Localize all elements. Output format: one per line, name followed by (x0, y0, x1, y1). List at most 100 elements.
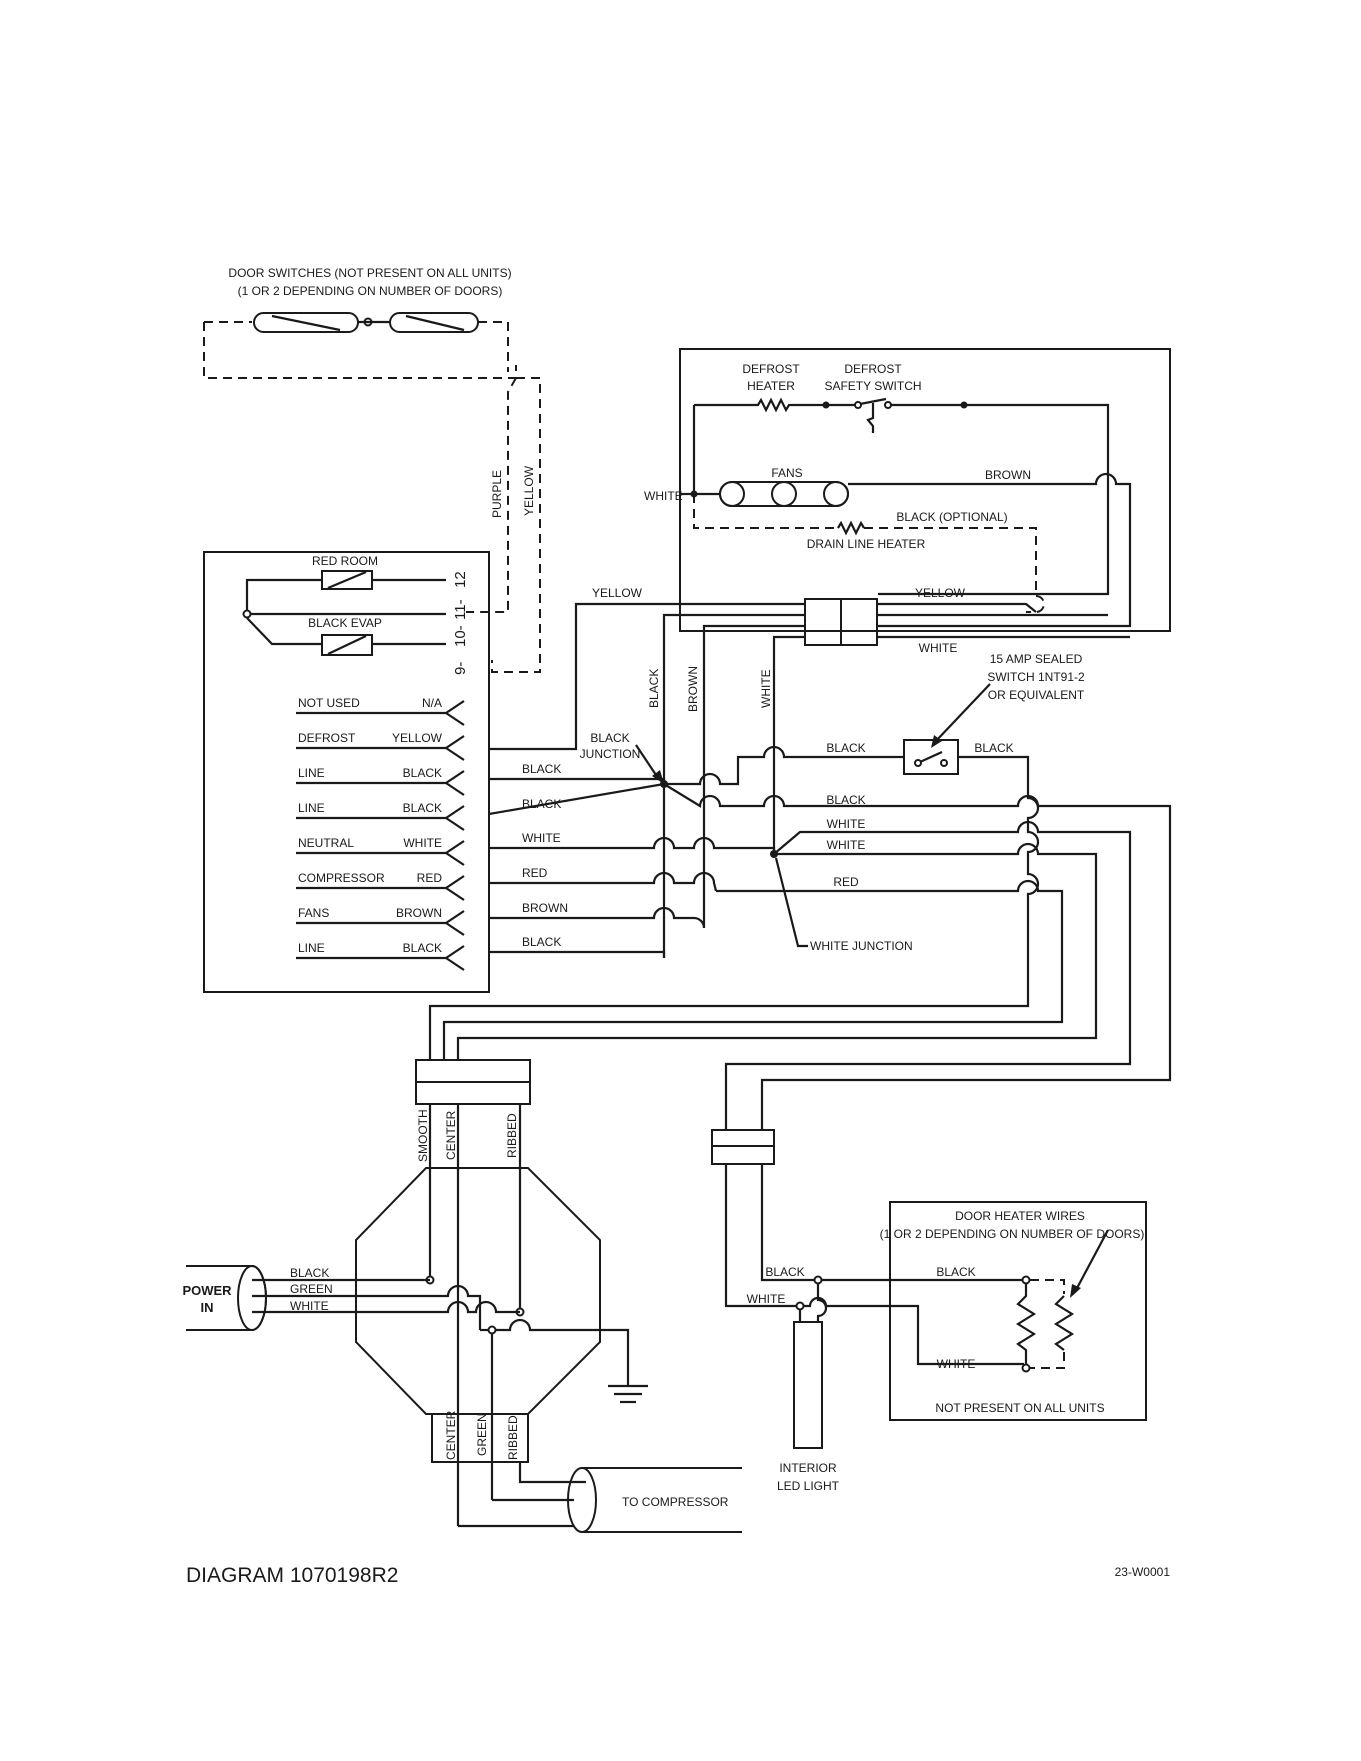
controller-row-name: FANS (298, 906, 329, 920)
door-heater-white-label: WHITE (937, 1357, 976, 1371)
right-black-2-label: BLACK (974, 741, 1013, 755)
harness-row-label: RED (522, 866, 548, 880)
defrost-safety-switch-label-1: DEFROST (844, 362, 902, 376)
right-red-label: RED (833, 875, 859, 889)
controller-row-color: BLACK (403, 941, 442, 955)
harness-row-label: BLACK (522, 762, 561, 776)
power-group: SMOOTH CENTER RIBBED POWER IN BLACK GREE… (182, 1059, 742, 1533)
green-bottom-label: GREEN (475, 1413, 489, 1456)
brown-label: BROWN (985, 468, 1031, 482)
white-vertical-label: WHITE (759, 669, 773, 708)
power-white-label: WHITE (290, 1299, 329, 1313)
controller-row-color: BROWN (396, 906, 442, 920)
sealed-switch-label-3: OR EQUIVALENT (988, 688, 1085, 702)
controller-box (203, 551, 490, 993)
purple-label: PURPLE (490, 470, 504, 518)
led-white-label: WHITE (747, 1292, 786, 1306)
defrost-box (679, 348, 1171, 632)
controller-row-name: LINE (298, 801, 325, 815)
diagram-id: DIAGRAM 1070198R2 (186, 1564, 398, 1587)
door-heater-2-icon (1053, 1295, 1075, 1351)
door-heater-box (889, 1201, 1147, 1421)
black-optional-label: BLACK (OPTIONAL) (896, 510, 1007, 524)
red-room-label: RED ROOM (312, 554, 378, 568)
black-junction-label-2: JUNCTION (580, 747, 641, 761)
terminal-12: 12 (452, 571, 469, 588)
right-black-3-label: BLACK (826, 793, 865, 807)
black-vertical-wire (662, 613, 805, 958)
harness-row-label: WHITE (522, 831, 561, 845)
controller-row-color: RED (417, 871, 443, 885)
door-heater-subtitle: (1 OR 2 DEPENDING ON NUMBER OF DOORS) (880, 1227, 1145, 1241)
white-junction-label: WHITE JUNCTION (810, 939, 913, 953)
power-green-label: GREEN (290, 1282, 333, 1296)
compressor-cord (582, 1467, 742, 1533)
fans-label: FANS (771, 466, 802, 480)
controller-row-terminal (296, 805, 465, 831)
harness-row-wire (489, 906, 706, 929)
defrost-heater-icon (694, 397, 826, 413)
led-black-label: BLACK (765, 1265, 804, 1279)
harness-row-wire (489, 871, 718, 892)
black-junction-label-1: BLACK (590, 731, 629, 745)
harness-row-label: BROWN (522, 901, 568, 915)
controller-row-name: DEFROST (298, 731, 356, 745)
yellow-left-label: YELLOW (592, 586, 643, 600)
interior-led-light-icon (793, 1321, 823, 1449)
controller-row-color: WHITE (403, 836, 442, 850)
right-white-2-label: WHITE (827, 838, 866, 852)
center-bottom-label: CENTER (444, 1410, 458, 1460)
door-switches-subtitle: (1 OR 2 DEPENDING ON NUMBER OF DOORS) (238, 284, 503, 298)
terminal-10: 10- (452, 625, 469, 647)
power-in-label-2: IN (201, 1300, 214, 1315)
terminal-11: 11- (452, 599, 469, 620)
controller-row-terminal (296, 770, 465, 796)
junction-box-octagon (355, 1167, 601, 1415)
defrost-heater-label-1: DEFROST (742, 362, 800, 376)
harness-group: YELLOW YELLOW WHITE BLACK BROWN WHITE BL… (428, 586, 1172, 1130)
compressor-cord-icon (567, 1467, 597, 1533)
door-switches-title: DOOR SWITCHES (NOT PRESENT ON ALL UNITS) (228, 266, 511, 280)
ribbed-bottom-label: RIBBED (506, 1415, 520, 1460)
controller-row-name: LINE (298, 941, 325, 955)
defrost-safety-switch-icon (859, 397, 887, 406)
harness-row-wire (489, 950, 666, 958)
brown-vertical-label: BROWN (686, 666, 700, 712)
terminal-9: 9- (452, 662, 469, 675)
controller-row-terminal (296, 840, 465, 866)
harness-row-label: BLACK (522, 935, 561, 949)
black-evap-label: BLACK EVAP (308, 616, 382, 630)
door-heater-title: DOOR HEATER WIRES (955, 1209, 1085, 1223)
brown-vertical-wire (702, 624, 805, 928)
led-label-2: LED LIGHT (777, 1479, 840, 1493)
sealed-switch-label-2: SWITCH 1NT91-2 (987, 670, 1085, 684)
door-heater-1-icon (1015, 1284, 1037, 1364)
controller-row-terminal (296, 945, 465, 971)
controller-row-color: YELLOW (392, 731, 443, 745)
drain-line-heater-icon (837, 520, 865, 536)
controller-row-name: COMPRESSOR (298, 871, 385, 885)
controller-row-terminal (296, 735, 465, 761)
controller-group: RED ROOM BLACK EVAP 12 11- 10- 9- NOT US… (203, 551, 490, 993)
defrost-safety-switch-label-2: SAFETY SWITCH (824, 379, 921, 393)
to-compressor-label: TO COMPRESSOR (622, 1495, 729, 1509)
defrost-box-group: DEFROST HEATER DEFROST SAFETY SWITCH FAN… (644, 348, 1171, 632)
diagram-code: 23-W0001 (1115, 1565, 1171, 1579)
led-label-1: INTERIOR (779, 1461, 837, 1475)
smooth-top-label: SMOOTH (416, 1109, 430, 1162)
right-white-1-label: WHITE (827, 817, 866, 831)
controller-row-name: NOT USED (298, 696, 360, 710)
power-black-label: BLACK (290, 1266, 329, 1280)
controller-row-color: N/A (422, 696, 442, 710)
black-vertical-label: BLACK (647, 669, 661, 708)
power-cord-icon (186, 1265, 267, 1331)
white-label: WHITE (644, 489, 683, 503)
controller-row-terminal (296, 700, 465, 726)
white-bottom-label: WHITE (919, 641, 958, 655)
door-switches-group: DOOR SWITCHES (NOT PRESENT ON ALL UNITS)… (203, 266, 541, 673)
door-switch-dashed-loop (203, 322, 517, 379)
yellow-right-label: YELLOW (915, 586, 966, 600)
center-top-label: CENTER (444, 1110, 458, 1160)
